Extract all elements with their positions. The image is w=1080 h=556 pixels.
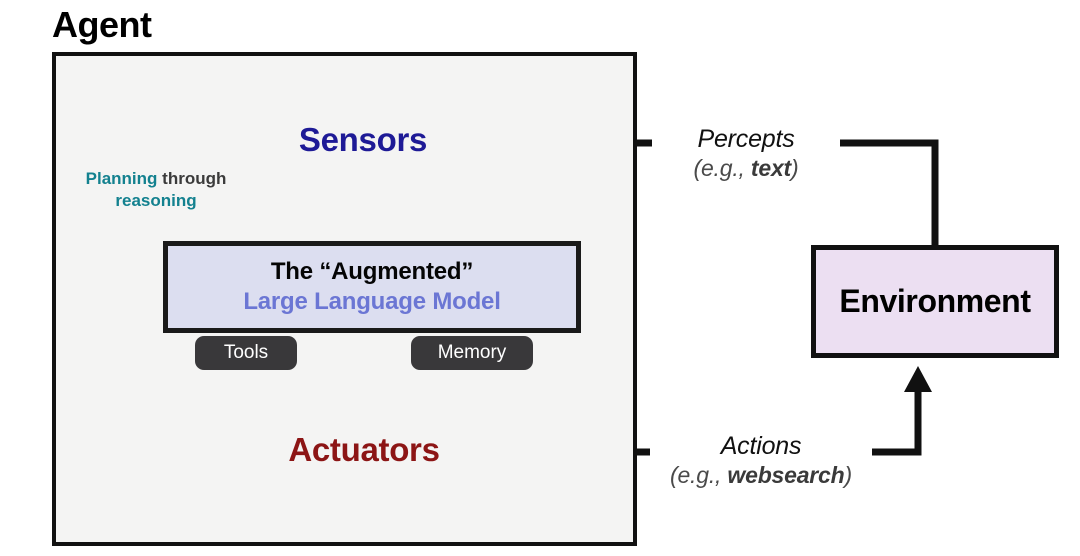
actions-edge-example: (e.g., websearch) bbox=[656, 461, 866, 490]
environment-label: Environment bbox=[839, 283, 1031, 319]
actions-example-value: websearch bbox=[727, 462, 845, 488]
actuators-node-label: Actuators bbox=[288, 431, 440, 468]
llm-title-line-1: The “Augmented” bbox=[270, 258, 474, 285]
environment-box: Environment bbox=[811, 245, 1059, 358]
planning-annotation: Planning through reasoning bbox=[58, 168, 254, 212]
percepts-edge-example: (e.g., text) bbox=[662, 154, 830, 183]
actions-edge-label: Actions (e.g., websearch) bbox=[656, 431, 866, 490]
percepts-example-value: text bbox=[750, 155, 792, 181]
sensors-node-label: Sensors bbox=[298, 121, 428, 158]
planning-word-1: Planning bbox=[85, 169, 158, 188]
augmented-llm-box: The “Augmented” Large Language Model bbox=[163, 241, 581, 333]
actions-example-suffix: ) bbox=[844, 462, 853, 488]
percepts-edge-label: Percepts (e.g., text) bbox=[662, 124, 830, 183]
percepts-example-suffix: ) bbox=[791, 155, 799, 181]
percepts-example-prefix: (e.g., bbox=[693, 155, 751, 181]
planning-word-3: reasoning bbox=[115, 191, 197, 210]
percepts-edge-title: Percepts bbox=[697, 125, 795, 153]
page-title: Agent bbox=[52, 4, 152, 45]
actions-edge-title: Actions bbox=[720, 432, 802, 460]
actions-example-prefix: (e.g., bbox=[670, 462, 728, 488]
tools-chip[interactable]: Tools bbox=[195, 336, 297, 370]
memory-chip[interactable]: Memory bbox=[411, 336, 533, 370]
llm-title-line-2: Large Language Model bbox=[243, 288, 501, 315]
planning-word-2: through bbox=[162, 169, 227, 188]
